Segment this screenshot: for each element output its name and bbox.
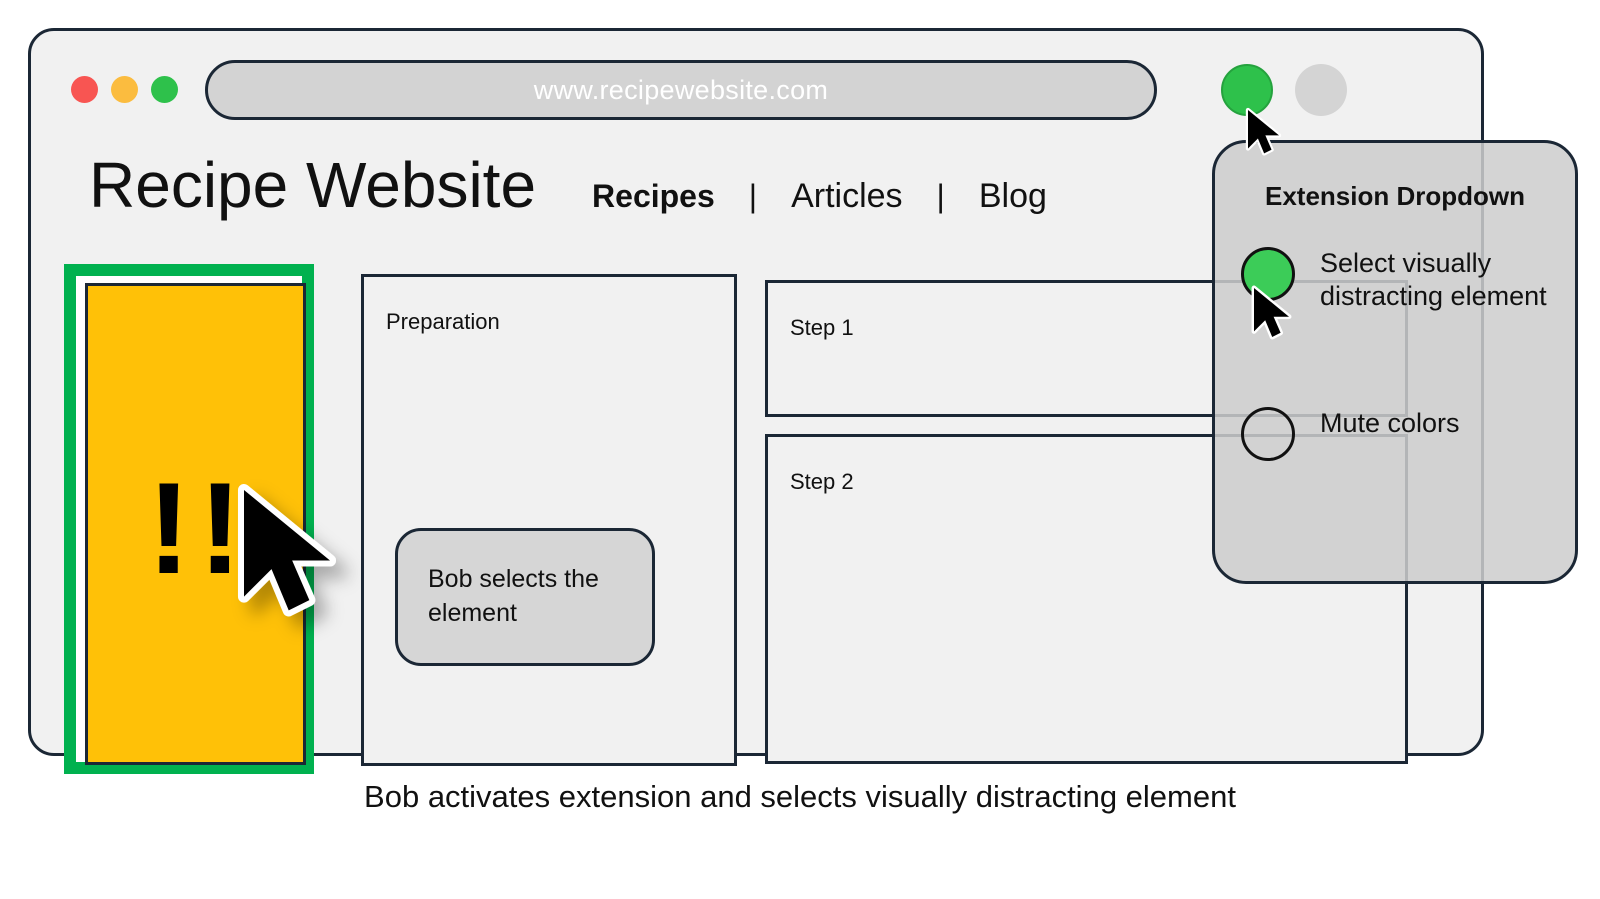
- extension-option-0-label: Select visually distracting element: [1320, 248, 1547, 311]
- panel-step-2-label: Step 2: [790, 469, 854, 494]
- panel-step-1-label: Step 1: [790, 315, 854, 340]
- extension-option-1-label: Mute colors: [1320, 408, 1460, 438]
- extension-dropdown-panel: Extension Dropdown Select visually distr…: [1212, 140, 1578, 584]
- window-controls: [71, 76, 178, 103]
- browser-toolbar-buttons: [1221, 64, 1347, 116]
- radio-unselected-icon[interactable]: [1241, 407, 1295, 461]
- speech-bubble-text: Bob selects the element: [428, 565, 599, 627]
- url-text: www.recipewebsite.com: [533, 74, 829, 105]
- extension-dropdown-title: Extension Dropdown: [1265, 181, 1525, 211]
- nav-item-recipes[interactable]: Recipes: [592, 178, 715, 214]
- distracting-element[interactable]: !!: [85, 283, 306, 765]
- panel-preparation: Preparation: [361, 274, 737, 766]
- extension-option-mute-colors[interactable]: Mute colors: [1241, 405, 1565, 461]
- browser-titlebar: www.recipewebsite.com: [31, 31, 1481, 131]
- url-bar[interactable]: www.recipewebsite.com: [205, 60, 1157, 120]
- speech-bubble: Bob selects the element: [395, 528, 655, 666]
- extension-toolbar-button-inactive[interactable]: [1295, 64, 1347, 116]
- page-content: !! Preparation Step 1 Step 2 Bob selects…: [31, 236, 1481, 774]
- minimize-button[interactable]: [111, 76, 138, 103]
- selection-highlight-gap: !!: [76, 276, 306, 765]
- page-title: Recipe Website: [89, 149, 537, 221]
- maximize-button[interactable]: [151, 76, 178, 103]
- site-nav: Recipes | Articles | Blog: [572, 177, 1067, 216]
- extension-option-select-distracting-element[interactable]: Select visually distracting element: [1241, 245, 1565, 313]
- nav-item-blog[interactable]: Blog: [978, 177, 1047, 215]
- figure-caption: Bob activates extension and selects visu…: [364, 779, 1236, 814]
- extension-toolbar-button-active[interactable]: [1221, 64, 1273, 116]
- exclamation-icon: !!: [147, 454, 250, 601]
- panel-preparation-label: Preparation: [386, 309, 500, 334]
- nav-item-articles[interactable]: Articles: [791, 177, 903, 215]
- close-button[interactable]: [71, 76, 98, 103]
- site-header: Recipe Website Recipes | Articles | Blog: [89, 153, 1429, 243]
- nav-separator-1: |: [748, 178, 758, 214]
- radio-selected-icon[interactable]: [1241, 247, 1295, 301]
- selection-highlight: !!: [64, 264, 314, 774]
- nav-separator-2: |: [936, 178, 945, 214]
